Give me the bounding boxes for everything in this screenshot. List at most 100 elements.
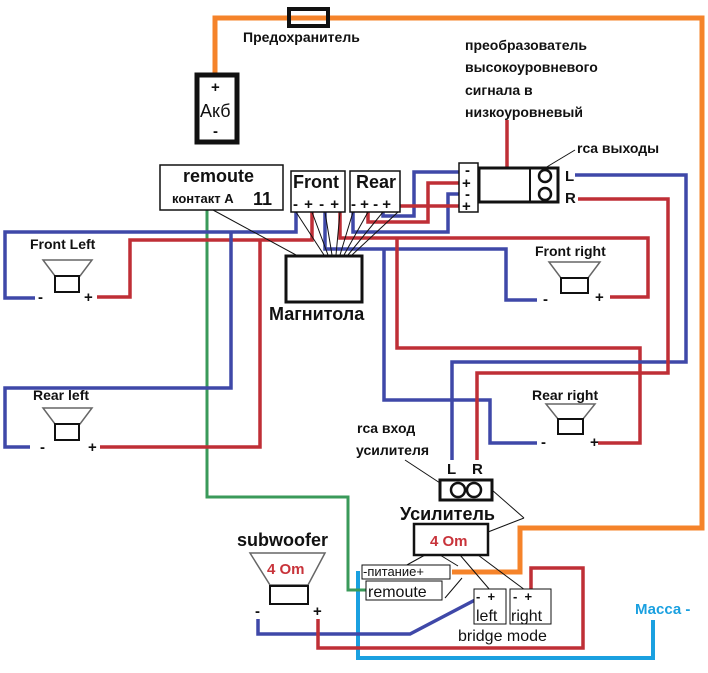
amp-power-label: -питание+ [363, 564, 424, 579]
rear-right-minus-wire [382, 249, 537, 445]
sub-minus-wire [256, 598, 476, 636]
front-right-label: Front right [535, 243, 606, 259]
amp-power-terminal [361, 564, 451, 580]
front-connector [290, 170, 346, 213]
speaker-rear-right: Rear right - + [532, 387, 599, 451]
remote-pin: 11 [253, 189, 272, 209]
remote-contact: контакт А [172, 191, 234, 206]
rca-input-leader [404, 459, 441, 484]
battery-minus: - [213, 123, 218, 140]
speaker-cone-icon [547, 261, 602, 279]
front-terminals: - + - + [293, 196, 340, 213]
rca-outputs-leader [544, 149, 576, 169]
remote-box [159, 164, 284, 211]
rear-left-plus-wire [100, 240, 262, 449]
amp-leader-a [491, 489, 525, 519]
subwoofer-impedance: 4 Om [267, 561, 305, 578]
fuse [287, 7, 330, 28]
rear-terminals: - + - + [351, 196, 391, 213]
converter-label-2: высокоуровневого [465, 59, 598, 75]
plus-sign: + [595, 289, 604, 306]
subwoofer: subwoofer 4 Om - + [237, 530, 328, 620]
rca-right-wire [475, 197, 670, 460]
battery [194, 72, 240, 145]
converter-term-1: - [465, 162, 470, 179]
rca-output-l-jack [537, 168, 553, 184]
subwoofer-plus: + [313, 603, 322, 620]
rear-left-label: Rear left [33, 387, 89, 403]
converter-term-4: + [462, 198, 471, 215]
converter-wire-1 [351, 192, 462, 234]
rca-left-wire [450, 173, 688, 460]
converter-out-l: L [565, 168, 574, 185]
amp-label: Усилитель [400, 504, 495, 524]
converter-wire-2 [366, 181, 462, 224]
front-right-plus-wire [338, 212, 650, 299]
front-left-minus-wire [3, 212, 298, 300]
speaker-front-left: Front Left - + [30, 236, 96, 306]
front-left-label: Front Left [30, 236, 96, 252]
speaker-cone-icon [41, 259, 94, 277]
amp-in-l: L [447, 461, 456, 478]
subwoofer-minus: - [255, 603, 260, 620]
rca-input-label-2: усилителя [356, 442, 429, 458]
bridge-mode-label: bridge mode [458, 628, 547, 645]
amplifier-box [412, 522, 490, 557]
amp-right-terms: - + [513, 589, 533, 604]
head-unit-leads [212, 209, 399, 256]
speaker-front-right: Front right - + [535, 243, 606, 308]
amp-right-terminal [509, 588, 552, 625]
amp-left-label: left [476, 608, 498, 625]
plus-sign: + [590, 434, 599, 451]
amp-terminal-leads [404, 554, 526, 599]
converter-wire-4 [396, 204, 462, 212]
battery-plus: + [211, 79, 220, 96]
front-label: Front [293, 172, 339, 192]
converter-wire-3 [381, 170, 462, 218]
speaker-rear-left: Rear left - + [33, 387, 97, 456]
speaker-cone-icon [544, 403, 597, 420]
front-right-minus-wire [323, 212, 537, 302]
speaker-magnet-icon [269, 585, 309, 605]
remote-title: remoute [183, 166, 254, 186]
plus-sign: + [84, 289, 93, 306]
amp-left-terminal [473, 588, 507, 625]
amp-impedance: 4 Om [430, 533, 468, 550]
rear-left-minus-wire [3, 232, 233, 449]
ground-wire [356, 571, 655, 660]
amp-in-r: R [472, 461, 483, 478]
converter-label-1: преобразователь [465, 37, 587, 53]
rear-label: Rear [356, 172, 396, 192]
amp-leader-b [487, 517, 525, 533]
converter-label-3: сигнала в [465, 82, 533, 98]
converter-term-3: - [465, 186, 470, 203]
amp-rca-l-jack [449, 481, 467, 499]
rear-connector [349, 170, 401, 213]
speaker-magnet-icon [557, 418, 584, 435]
speaker-cone-icon [41, 407, 94, 425]
front-left-plus-wire [97, 212, 314, 299]
rca-output-r-jack [537, 186, 553, 202]
rca-outputs-label: rca выходы [577, 140, 659, 156]
minus-sign: - [541, 434, 546, 451]
converter-label-4: низкоуровневый [465, 104, 583, 120]
subwoofer-label: subwoofer [237, 530, 328, 550]
minus-sign: - [40, 439, 45, 456]
head-unit [284, 254, 364, 304]
sub-plus-wire [316, 566, 585, 650]
minus-sign: - [543, 291, 548, 308]
power-wire [212, 15, 705, 575]
amp-rca-r-jack [465, 481, 483, 499]
amp-left-terms: - + [476, 589, 496, 604]
minus-sign: - [38, 289, 43, 306]
battery-label: Акб [200, 101, 231, 121]
remote-wire [205, 210, 368, 592]
fuse-label: Предохранитель [243, 29, 360, 45]
rca-input-label-1: rca вход [357, 420, 415, 436]
converter-box [477, 166, 560, 204]
amp-remote-label: remoute [368, 584, 427, 601]
head-unit-label: Магнитола [269, 304, 365, 324]
plus-sign: + [88, 439, 97, 456]
amp-remote-terminal [365, 580, 443, 601]
